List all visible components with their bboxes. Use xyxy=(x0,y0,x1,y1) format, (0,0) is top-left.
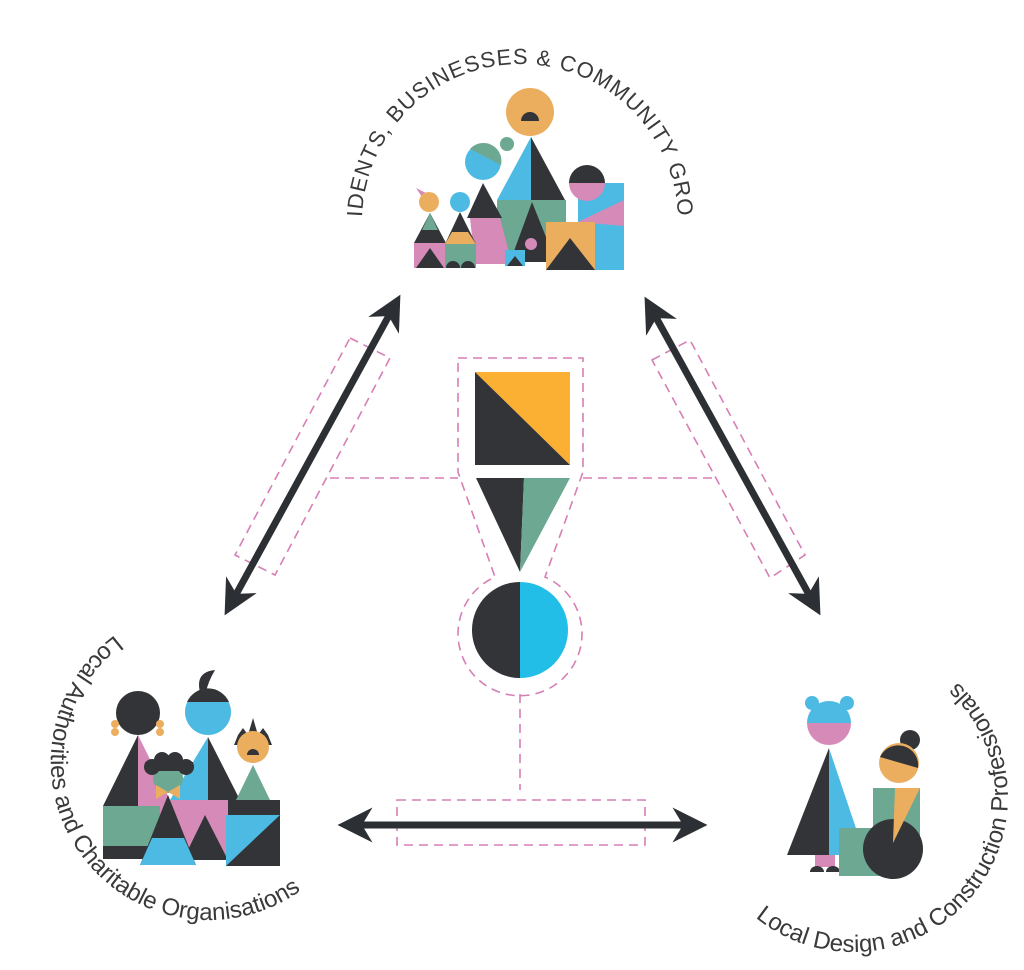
double-arrow-right xyxy=(644,296,821,616)
double-arrow-left xyxy=(224,294,401,616)
local-authorities-illustration xyxy=(103,670,280,866)
design-professionals-illustration xyxy=(787,696,923,879)
dashed-outline-emblem xyxy=(457,357,584,697)
residents-illustration xyxy=(414,88,624,270)
center-emblem xyxy=(472,372,570,678)
arrows xyxy=(224,294,821,843)
